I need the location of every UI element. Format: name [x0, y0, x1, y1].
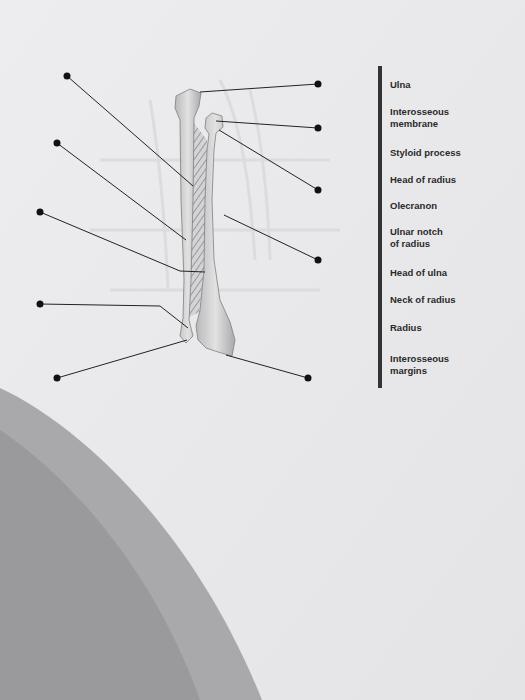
shadow — [0, 430, 200, 700]
word-bank-term: Interosseous membrane — [390, 106, 470, 131]
word-bank-term: Styloid process — [390, 147, 490, 159]
word-bank-term: Ulnar notch of radius — [390, 226, 452, 251]
radius-bone — [196, 113, 235, 356]
word-bank-bar — [378, 66, 382, 388]
shadow — [0, 388, 262, 700]
faint-figure — [90, 80, 340, 290]
answer-dots — [37, 73, 322, 382]
word-bank-term: Head of radius — [390, 174, 490, 186]
leader-lines — [40, 76, 318, 378]
word-bank-term: Radius — [390, 322, 490, 334]
word-bank-term: Neck of radius — [390, 294, 490, 306]
word-bank-term: Ulna — [390, 79, 480, 91]
word-bank-term: Olecranon — [390, 200, 490, 212]
word-bank-term: Interosseous margins — [390, 353, 470, 378]
ulna-bone — [175, 89, 201, 343]
word-bank-term: Head of ulna — [390, 267, 490, 279]
